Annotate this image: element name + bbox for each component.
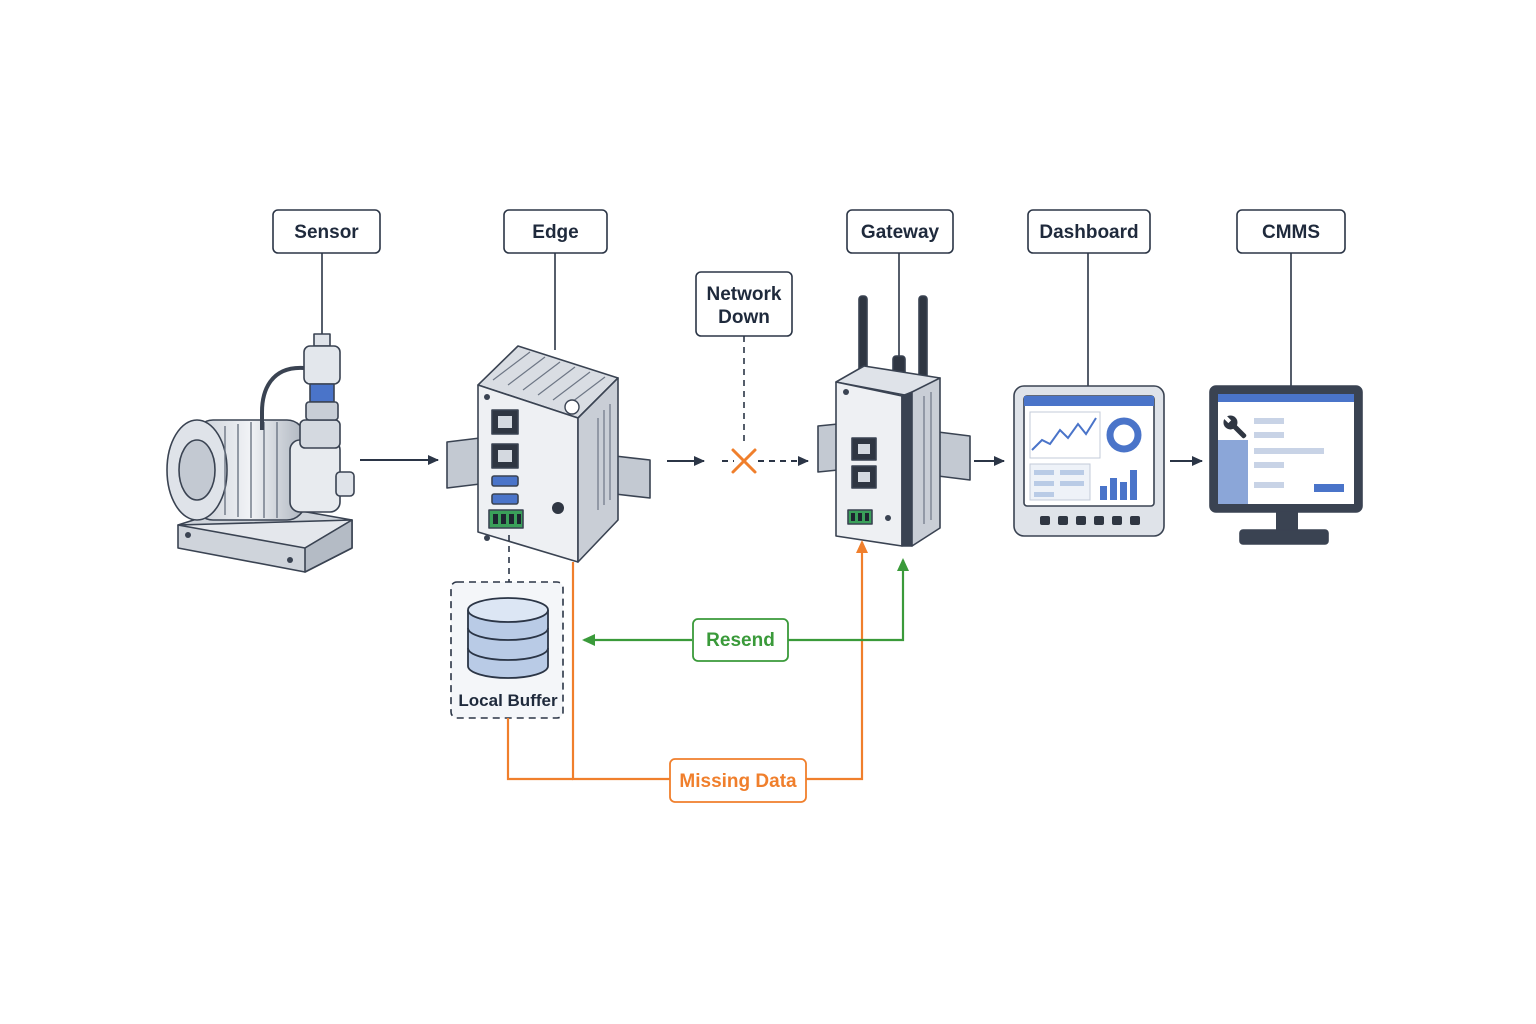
label-network-down-line1: Network	[707, 284, 782, 305]
label-cmms-text: CMMS	[1262, 222, 1320, 243]
dashboard-device	[1013, 385, 1165, 537]
label-leader-lines	[321, 253, 1292, 388]
missing-data-paths	[506, 540, 868, 781]
edge-device	[446, 345, 651, 563]
label-sensor-text: Sensor	[294, 222, 359, 243]
local-buffer-container: Local Buffer	[450, 581, 564, 719]
label-missing-data-text: Missing Data	[679, 771, 797, 792]
gateway-device	[817, 295, 971, 547]
label-resend-text: Resend	[706, 630, 775, 651]
label-dashboard: Dashboard	[1027, 209, 1151, 254]
label-edge-text: Edge	[532, 222, 578, 243]
label-gateway-text: Gateway	[861, 222, 940, 243]
local-buffer-label: Local Buffer	[458, 691, 558, 710]
label-sensor: Sensor	[272, 209, 381, 254]
cmms-monitor	[1209, 385, 1363, 545]
wrench-icon	[1222, 414, 1247, 439]
resend-path	[582, 558, 909, 646]
label-cmms: CMMS	[1236, 209, 1346, 254]
label-resend: Resend	[692, 618, 789, 662]
label-missing-data: Missing Data	[669, 758, 807, 803]
label-gateway: Gateway	[846, 209, 954, 254]
label-network-down-line2: Down	[718, 307, 770, 328]
x-mark-icon	[731, 448, 757, 474]
label-network-down: Network Down	[695, 271, 793, 337]
database-icon	[467, 597, 549, 679]
label-edge: Edge	[503, 209, 608, 254]
sensor-pump-device	[166, 333, 355, 573]
label-dashboard-text: Dashboard	[1039, 222, 1138, 243]
